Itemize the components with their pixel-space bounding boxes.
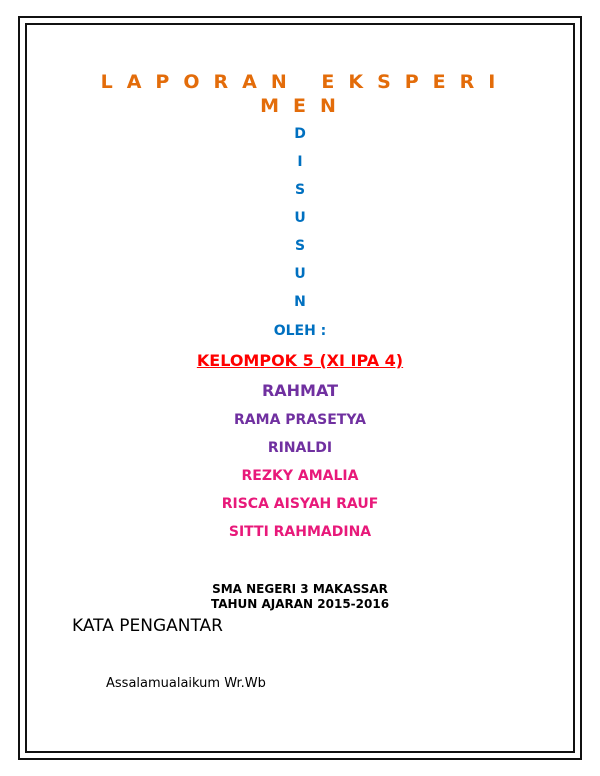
disusun-letter: U <box>294 210 306 226</box>
group-name-text: KELOMPOK 5 (XI IPA 4) <box>196 351 404 370</box>
disusun-letter: D <box>294 126 306 142</box>
page-border-outer <box>18 16 582 760</box>
member-name: RAHMAT <box>261 381 339 400</box>
disusun-letter: S <box>294 182 306 198</box>
disusun-letter: I <box>297 154 303 170</box>
academic-year: TAHUN AJARAN 2015-2016 <box>210 597 390 611</box>
section-heading: KATA PENGANTAR <box>72 616 223 636</box>
greeting-text: Assalamualaikum Wr.Wb <box>106 676 266 691</box>
member-name: SITTI RAHMADINA <box>228 524 372 540</box>
oleh-label: OLEH : <box>273 323 327 339</box>
group-name: KELOMPOK 5 (XI IPA 4) <box>60 351 540 370</box>
page-border-inner <box>25 23 575 753</box>
member-name: RISCA AISYAH RAUF <box>221 496 379 512</box>
member-name: REZKY AMALIA <box>241 468 359 484</box>
member-name: RAMA PRASETYA <box>234 412 366 428</box>
disusun-letter: S <box>294 238 306 254</box>
school-name: SMA NEGERI 3 MAKASSAR <box>212 582 388 596</box>
disusun-letter: U <box>294 266 306 282</box>
disusun-letter: N <box>294 294 306 310</box>
member-name: RINALDI <box>267 440 333 456</box>
report-title: LAPORAN EKSPERIMEN <box>100 71 510 117</box>
